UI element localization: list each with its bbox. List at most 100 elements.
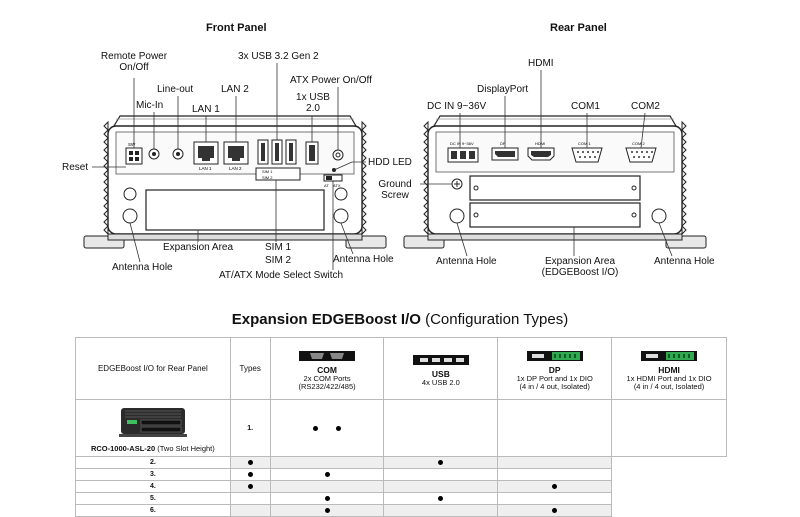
config-cell xyxy=(383,468,499,481)
expansion-area-label: Expansion Area xyxy=(163,242,234,253)
svg-text:LAN 2: LAN 2 xyxy=(229,166,242,171)
config-cell xyxy=(497,504,613,517)
config-cell xyxy=(229,456,271,469)
front-panel-drawing: SW LAN 1 LAN 2 SIM 1 SIM 2 AT ATX xyxy=(83,63,387,270)
config-cell xyxy=(497,468,613,481)
sim2-label: SIM 2 xyxy=(265,255,292,266)
type-number: 1. xyxy=(229,399,271,457)
rear-antenna-right-label: Antenna Hole xyxy=(654,256,715,267)
configuration-table: EDGEBoost I/O for Rear Panel Types COM 2… xyxy=(75,337,727,517)
rco-1000-device-image xyxy=(118,408,187,437)
com1-label: COM1 xyxy=(571,101,600,112)
svg-text:DC IN 9~36V: DC IN 9~36V xyxy=(450,141,474,146)
mic-in-label: Mic-In xyxy=(136,100,164,111)
com2-label: COM2 xyxy=(631,101,660,112)
svg-text:DP: DP xyxy=(500,141,506,146)
selected-dot-icon xyxy=(438,496,444,501)
table-row: 6. xyxy=(75,504,727,517)
dp-module-icon xyxy=(526,350,583,361)
sw-silk: SW xyxy=(128,142,136,147)
column-com: COM 2x COM Ports (RS232/422/485) xyxy=(269,337,385,400)
antenna-hole-right-label: Antenna Hole xyxy=(333,254,394,265)
sim-slots xyxy=(255,167,301,181)
rear-panel-drawing: DC IN 9~36V DP HDMI COM 1 COM 2 xyxy=(403,70,707,257)
hdd-led-label: HDD LED xyxy=(368,157,412,168)
config-cell xyxy=(269,399,385,457)
config-cell xyxy=(229,492,271,505)
config-cell xyxy=(497,492,613,505)
lan1-label: LAN 1 xyxy=(192,104,220,115)
lan2-port xyxy=(223,141,249,165)
config-cell xyxy=(611,399,727,457)
config-cell xyxy=(383,492,499,505)
section-title: Expansion EDGEBoost I/O (Configuration T… xyxy=(231,311,569,328)
table-row: 5. xyxy=(75,492,727,505)
svg-text:SIM 1: SIM 1 xyxy=(262,169,273,174)
svg-text:AT: AT xyxy=(324,183,329,188)
selected-dot-icon xyxy=(247,484,253,489)
type-number: 4. xyxy=(75,480,231,493)
com1-connector xyxy=(571,147,603,163)
type-number: 3. xyxy=(75,468,231,481)
svg-text:COM 2: COM 2 xyxy=(632,141,645,146)
atx-power-label: ATX Power On/Off xyxy=(290,75,372,86)
hdmi-label: HDMI xyxy=(528,58,554,69)
svg-text:LAN 1: LAN 1 xyxy=(199,166,212,171)
selected-dot-icon xyxy=(324,496,330,501)
front-panel-title: Front Panel xyxy=(206,22,267,34)
model-name: RCO-1000-ASL-20 xyxy=(90,444,156,453)
config-cell xyxy=(383,399,499,457)
table-row: 3. xyxy=(75,468,727,481)
rear-antenna-left-label: Antenna Hole xyxy=(436,256,497,267)
table-row: RCO-1000-ASL-20 (Two Slot Height) 1. xyxy=(75,399,727,457)
config-cell xyxy=(229,480,271,493)
selected-dot-icon xyxy=(552,508,558,513)
type-number: 5. xyxy=(75,492,231,505)
config-cell xyxy=(269,468,385,481)
svg-text:ATX: ATX xyxy=(333,183,341,188)
selected-dot-icon xyxy=(552,484,558,489)
displayport-label: DisplayPort xyxy=(477,84,529,95)
config-cell xyxy=(269,504,385,517)
column-hdmi: HDMI 1x HDMI Port and 1x DIO (4 in / 4 o… xyxy=(611,337,727,400)
com2-connector xyxy=(625,147,657,163)
selected-dot-icon xyxy=(313,425,319,431)
table-row: 4. xyxy=(75,480,727,493)
header-left: EDGEBoost I/O for Rear Panel xyxy=(75,337,231,400)
selected-dot-icon xyxy=(324,472,330,477)
rear-antenna-left xyxy=(449,208,465,224)
usb-module-icon xyxy=(412,354,469,365)
config-cell xyxy=(497,399,613,457)
svg-text:COM 1: COM 1 xyxy=(578,141,591,146)
model-cell: RCO-1000-ASL-20 (Two Slot Height) xyxy=(75,399,231,457)
header-types: Types xyxy=(229,337,271,400)
selected-dot-icon xyxy=(324,508,330,513)
rear-expansion-label: Expansion Area(EDGEBoost I/O) xyxy=(541,256,619,278)
front-expansion-area xyxy=(145,189,325,231)
rear-expansion-slot-2 xyxy=(469,202,641,228)
lan2-label: LAN 2 xyxy=(221,84,249,95)
svg-text:HDMI: HDMI xyxy=(535,141,545,146)
antenna-hole-left-label: Antenna Hole xyxy=(112,262,173,273)
selected-dot-icon xyxy=(247,460,253,465)
selected-dot-icon xyxy=(247,472,253,477)
dc-in-label: DC IN 9~36V xyxy=(427,101,487,112)
config-cell xyxy=(383,456,499,469)
atx-mode-switch-label: AT/ATX Mode Select Switch xyxy=(219,270,344,281)
config-cell xyxy=(497,456,613,469)
rear-antenna-right xyxy=(651,208,667,224)
config-cell xyxy=(269,456,385,469)
type-number: 6. xyxy=(75,504,231,517)
rear-expansion-slot-1 xyxy=(469,175,641,201)
config-cell xyxy=(269,492,385,505)
selected-dot-icon xyxy=(438,460,444,465)
type-number: 2. xyxy=(75,456,231,469)
config-cell xyxy=(229,468,271,481)
config-cell xyxy=(269,480,385,493)
usb32-label: 3x USB 3.2 Gen 2 xyxy=(238,51,319,62)
svg-text:SIM 2: SIM 2 xyxy=(262,175,273,180)
column-usb: USB 4x USB 2.0 xyxy=(383,337,499,400)
model-note: (Two Slot Height) xyxy=(157,444,215,453)
